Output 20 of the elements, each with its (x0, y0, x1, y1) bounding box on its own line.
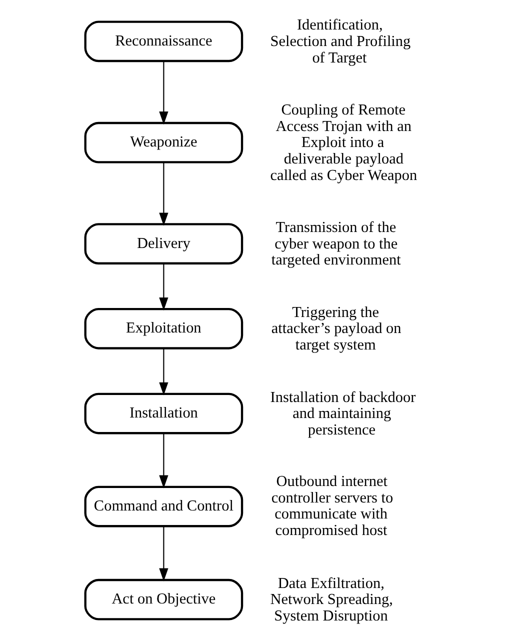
node-label: Transmission of the cyber weapon to the targeted environment (270, 219, 400, 269)
arrow (158, 264, 168, 311)
arrow (158, 61, 168, 125)
node-box: Exploitation (84, 308, 243, 350)
node-label: Outbound internet controller servers to communicate with compromised host (270, 473, 393, 540)
node-label: Coupling of Remote Access Trojan with an Exploit into a deliverable payload called as Cyber Weapon (270, 102, 417, 184)
node-box: Delivery (84, 223, 243, 264)
node-box: Weaponize (84, 122, 243, 164)
arrow (158, 348, 168, 396)
node-box: Installation (84, 392, 243, 434)
node-box: Reconnaissance (84, 20, 243, 62)
node-box: Act on Objective (84, 578, 243, 620)
node-label: Identification, Selection and Profiling of Target (270, 16, 410, 66)
arrow (158, 433, 168, 488)
node-label: Data Exfiltration, Network Spreading, System Disruption (270, 574, 392, 624)
node-label: Triggering the attacker’s payload on target system (270, 304, 401, 354)
node-label: Installation of backdoor and maintaining persistence (270, 388, 416, 438)
arrow (158, 162, 168, 226)
arrow (158, 526, 168, 582)
node-box: Command and Control (84, 486, 243, 528)
